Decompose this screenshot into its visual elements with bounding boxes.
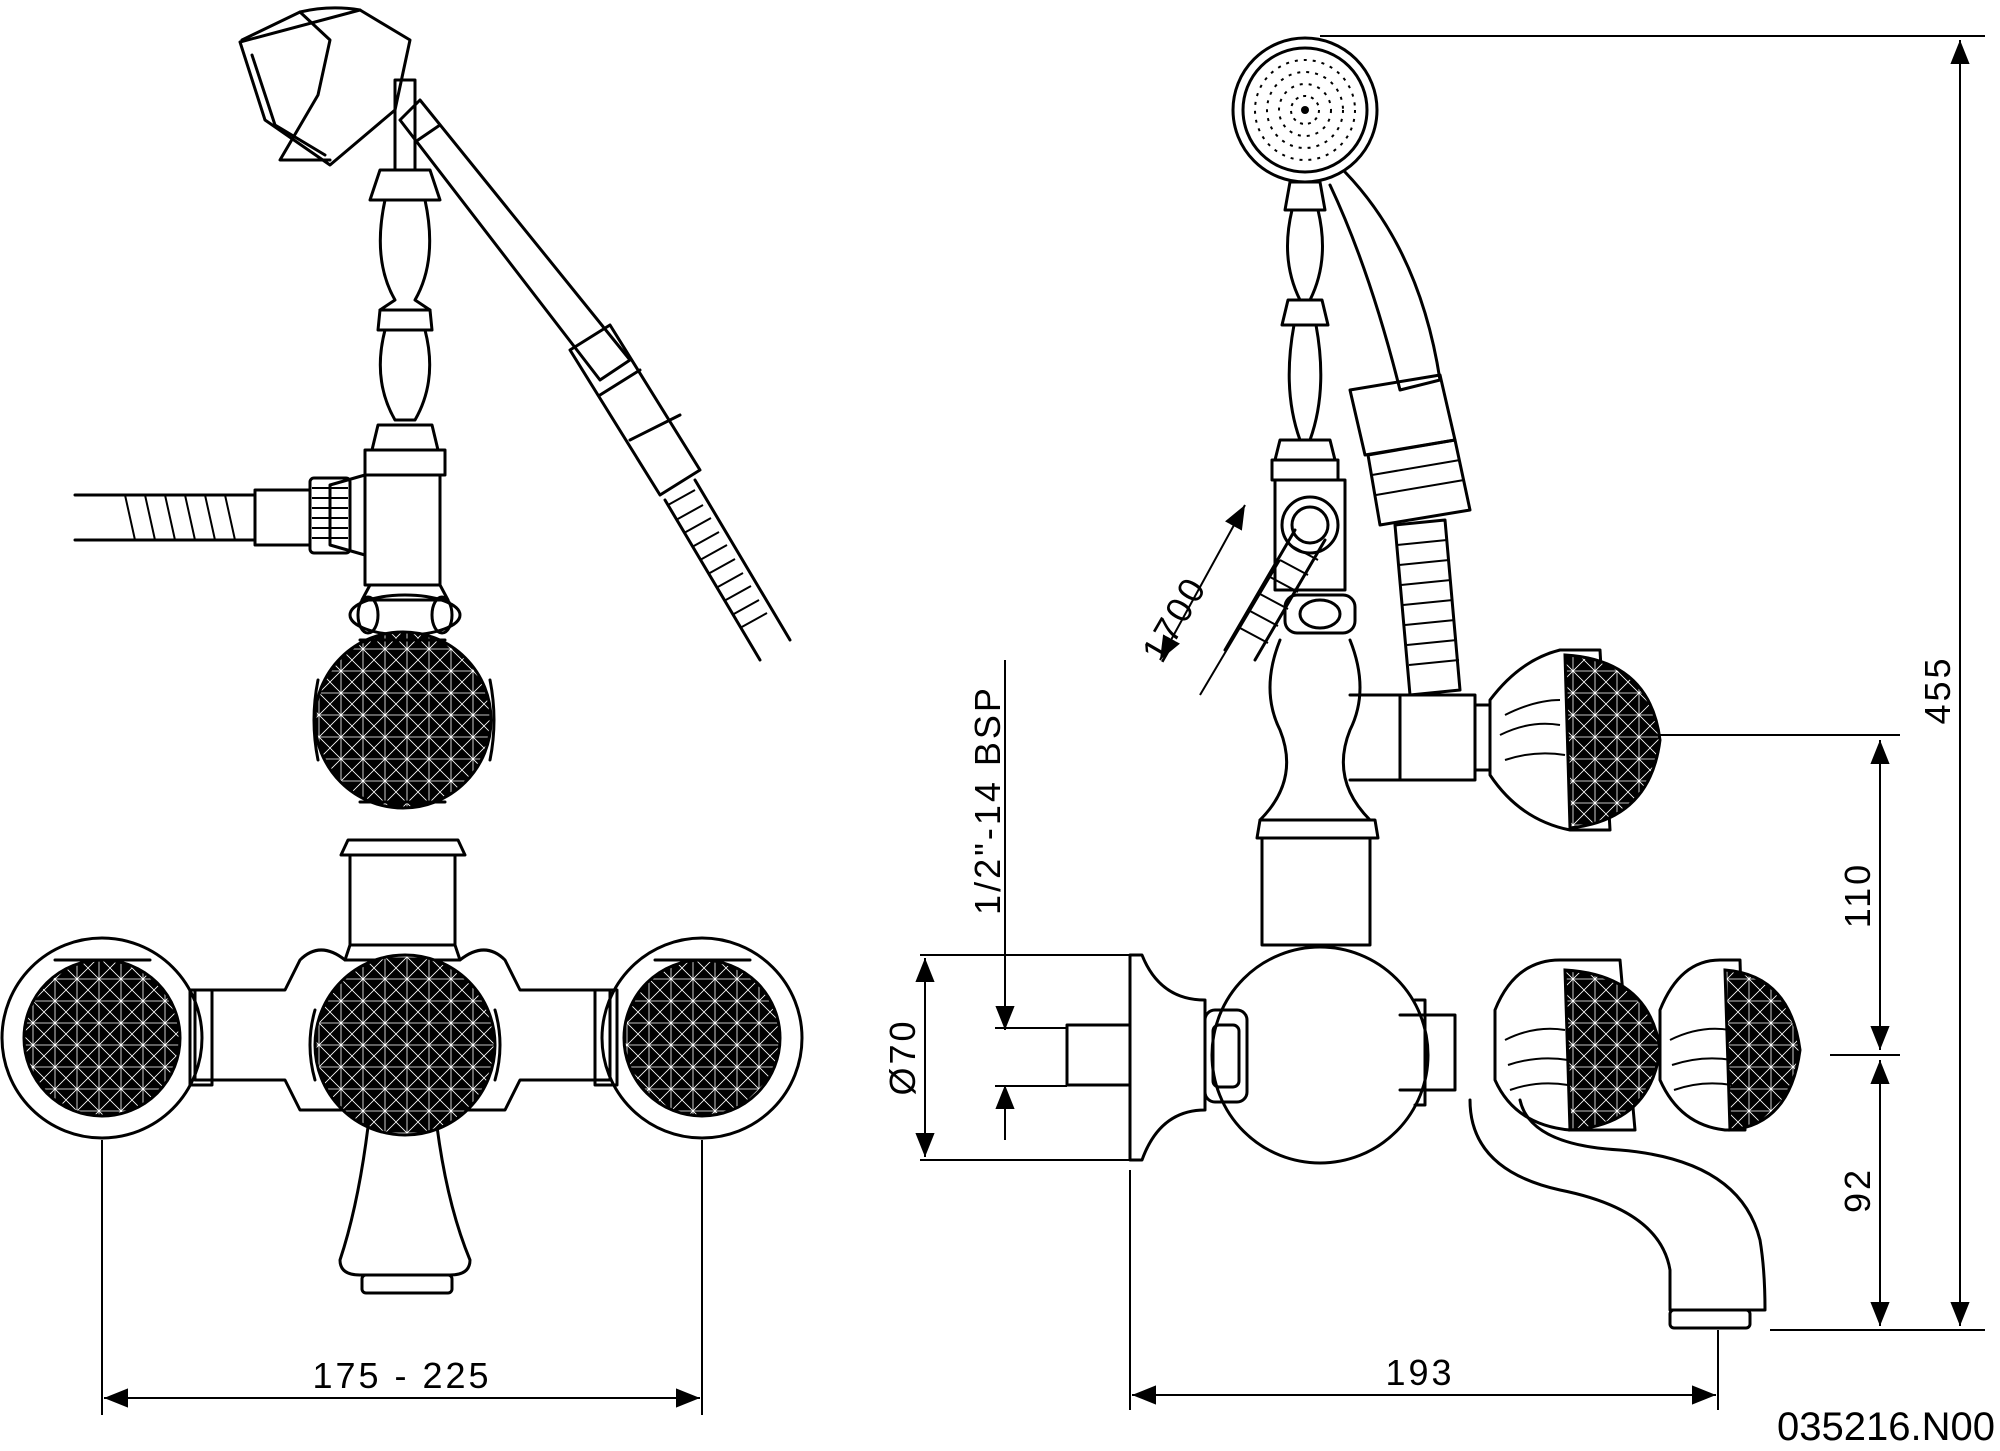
thread-label: 1/2"-14 BSP (967, 685, 1008, 915)
handle-center-front (308, 953, 502, 1137)
total-height-label: 455 (1917, 655, 1958, 724)
width-dimension: 175 - 225 (101, 1140, 703, 1415)
handle-right-front (593, 936, 804, 1140)
thread-dimension: 1/2"-14 BSP (967, 660, 1067, 1140)
hose-length-label: 1700 (1133, 569, 1215, 669)
handle-left-front (0, 936, 214, 1140)
projection-label: 193 (1385, 1352, 1454, 1393)
side-view: 1700 1/2"-14 BSP Ø70 193 (882, 35, 1985, 1410)
diverter-handle-front (312, 630, 496, 810)
projection-dimension: 193 (1129, 1170, 1719, 1410)
width-range-label: 175 - 225 (312, 1355, 491, 1396)
height-dimensions: 455 110 92 (1320, 35, 1985, 1331)
front-view: 175 - 225 (0, 6, 804, 1415)
flange-diameter-label: Ø70 (882, 1018, 923, 1095)
hand-shower-side (1231, 36, 1472, 697)
product-code: 035216.N00 (1777, 1405, 1995, 1449)
flange-diameter-dimension: Ø70 (882, 954, 1130, 1161)
handle-spacing-label: 110 (1837, 862, 1878, 928)
riser-side (1223, 180, 1357, 662)
hand-shower-front (238, 6, 792, 662)
riser-front (73, 78, 462, 637)
body-side (1065, 638, 1802, 1330)
hose-length-dimension: 1700 (1133, 504, 1281, 696)
spout-height-label: 92 (1837, 1167, 1878, 1213)
